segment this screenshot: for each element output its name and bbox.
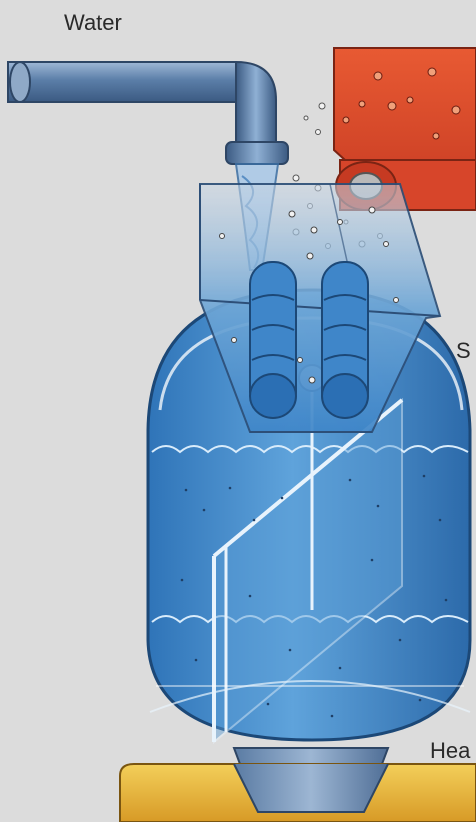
heat-label: Hea — [430, 738, 470, 764]
partial-label-right: S — [456, 338, 471, 364]
water-pipe — [8, 62, 288, 164]
water-label: Water — [64, 10, 122, 36]
